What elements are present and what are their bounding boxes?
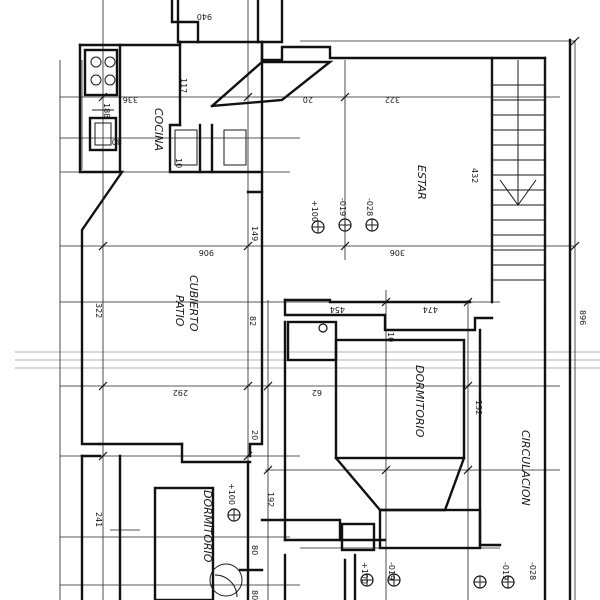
dim-label: 454 xyxy=(330,305,345,314)
dim-label: 940 xyxy=(197,12,212,21)
dimension-labels: 940 336 117 188 80 10 322 20 906 306 149… xyxy=(94,12,587,600)
door-swing xyxy=(209,563,243,598)
dim-label: 292 xyxy=(173,388,188,397)
staircase xyxy=(491,60,546,302)
dim-label: 10 xyxy=(174,158,183,168)
burner-icon xyxy=(90,74,102,86)
dim-label: 896 xyxy=(578,310,587,325)
room-label-estar: ESTAR xyxy=(415,165,428,200)
dim-label: 20 xyxy=(303,95,313,104)
level-marker-icon xyxy=(365,218,379,232)
level-label: +100 xyxy=(310,200,319,222)
level-labels: +100 -019 -028 +100 +100 -019 -019 -028 xyxy=(227,198,537,584)
level-label: -019 xyxy=(338,198,347,216)
dim-label: 62 xyxy=(312,388,322,397)
dim-label: 80 xyxy=(250,545,259,555)
dim-label: 80 xyxy=(112,137,122,146)
level-label: +100 xyxy=(360,562,369,584)
room-label-cubierto: CUBIERTO xyxy=(187,275,200,332)
level-label: -028 xyxy=(528,562,537,580)
dimension-ticks xyxy=(98,36,580,475)
dim-label: 20 xyxy=(250,430,259,440)
level-marker-icon xyxy=(387,573,401,587)
dim-label: 474 xyxy=(423,305,438,314)
level-marker-icon xyxy=(311,220,325,234)
dim-label: 241 xyxy=(94,512,103,527)
level-marker-icon xyxy=(338,218,352,232)
dim-label: 306 xyxy=(390,248,405,257)
room-labels: COCINA ESTAR PATIO CUBIERTO DORMITORIO D… xyxy=(152,108,532,563)
level-label: +100 xyxy=(227,483,236,505)
walls xyxy=(78,0,572,600)
room-label-circulacion: CIRCULACION xyxy=(519,430,532,506)
room-label-cocina: COCINA xyxy=(152,108,165,151)
level-label: -019 xyxy=(387,562,396,580)
dim-label: 336 xyxy=(123,95,138,104)
room-label-dormitorio-center: DORMITORIO xyxy=(413,365,426,438)
dim-label: 188 xyxy=(102,103,111,118)
dim-label: 80 xyxy=(250,590,259,600)
level-marker-icon xyxy=(501,575,515,589)
dim-label: 149 xyxy=(250,226,259,241)
room-label-patio: PATIO xyxy=(173,295,186,327)
dim-label: 322 xyxy=(94,303,103,318)
level-label: -019 xyxy=(501,562,510,580)
dim-label: 132 xyxy=(474,400,483,415)
level-label: -028 xyxy=(365,198,374,216)
level-marker-icon xyxy=(318,323,328,333)
dim-label: 432 xyxy=(470,168,479,183)
dim-label: 10 xyxy=(386,332,395,342)
dim-label: 117 xyxy=(179,78,188,93)
dim-label: 192 xyxy=(266,492,275,507)
dim-label: 82 xyxy=(248,316,257,326)
dim-label: 322 xyxy=(385,95,400,104)
burner-icon xyxy=(104,74,116,86)
level-marker-icon xyxy=(360,573,374,587)
sink-icon xyxy=(94,122,112,146)
level-markers xyxy=(227,218,515,589)
burner-icon xyxy=(90,56,102,68)
level-marker-icon xyxy=(227,508,241,522)
level-marker-icon xyxy=(473,575,487,589)
dim-label: 906 xyxy=(199,248,214,257)
dimension-lines xyxy=(59,0,576,600)
burner-icon xyxy=(104,56,116,68)
kitchen-fixtures xyxy=(90,56,247,166)
stair-arrow-icon xyxy=(499,179,537,206)
room-label-dormitorio-left: DORMITORIO xyxy=(201,490,214,563)
